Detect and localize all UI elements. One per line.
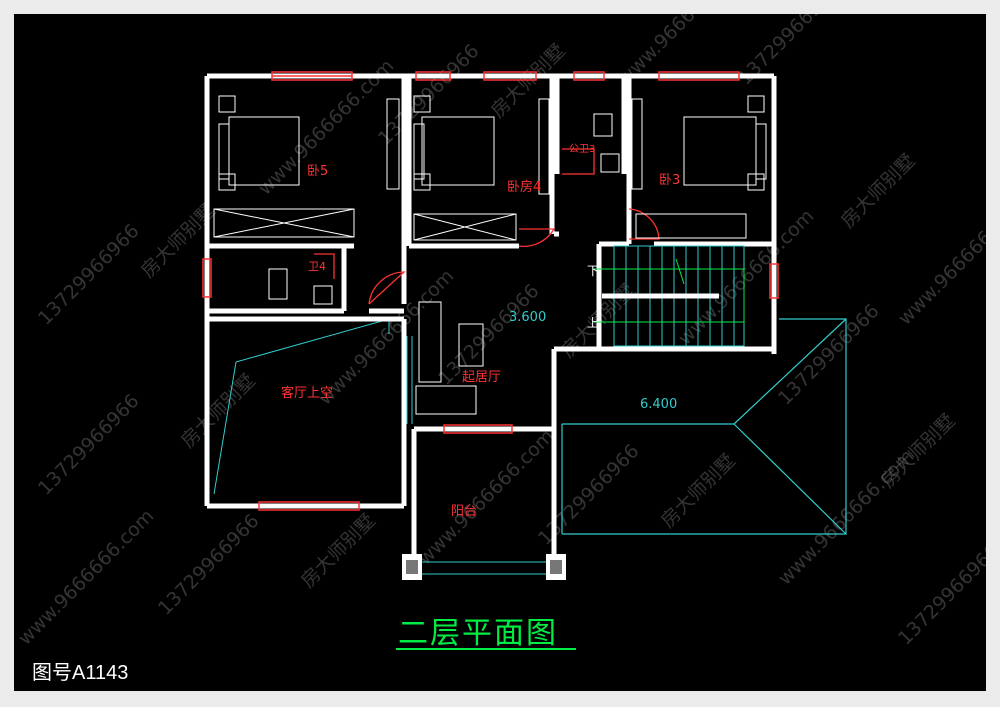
level-floor: 3.600 <box>509 310 547 325</box>
room-label-private-bath: 卫4 <box>308 260 326 273</box>
room-label-family-hall: 起居厅 <box>462 370 502 385</box>
balcony-columns <box>402 554 566 580</box>
stairs <box>602 245 745 347</box>
room-label-bedroom5: 卧5 <box>307 164 329 179</box>
stair-arrows <box>594 258 745 323</box>
stair-down-label: 下 <box>587 264 600 278</box>
furniture <box>213 95 767 415</box>
room-label-balcony: 阳台 <box>451 504 478 519</box>
level-roof: 6.400 <box>640 397 678 412</box>
floor-plan <box>202 71 847 580</box>
windows <box>202 71 779 511</box>
balcony-railing <box>406 336 554 575</box>
room-label-bedroom4: 卧房4 <box>507 180 542 195</box>
drawing-title: 二层平面图 <box>398 616 558 651</box>
roof-outline <box>561 318 847 535</box>
room-label-bedroom3: 卧3 <box>659 173 681 188</box>
stair-up-label: 上 <box>587 316 600 330</box>
drawing-number: 图号A1143 <box>32 662 129 684</box>
room-label-living-void: 客厅上空 <box>281 386 334 401</box>
room-label-public-bath: 公卫3 <box>569 144 596 155</box>
title-underline <box>396 648 576 650</box>
void-marker <box>213 318 390 495</box>
